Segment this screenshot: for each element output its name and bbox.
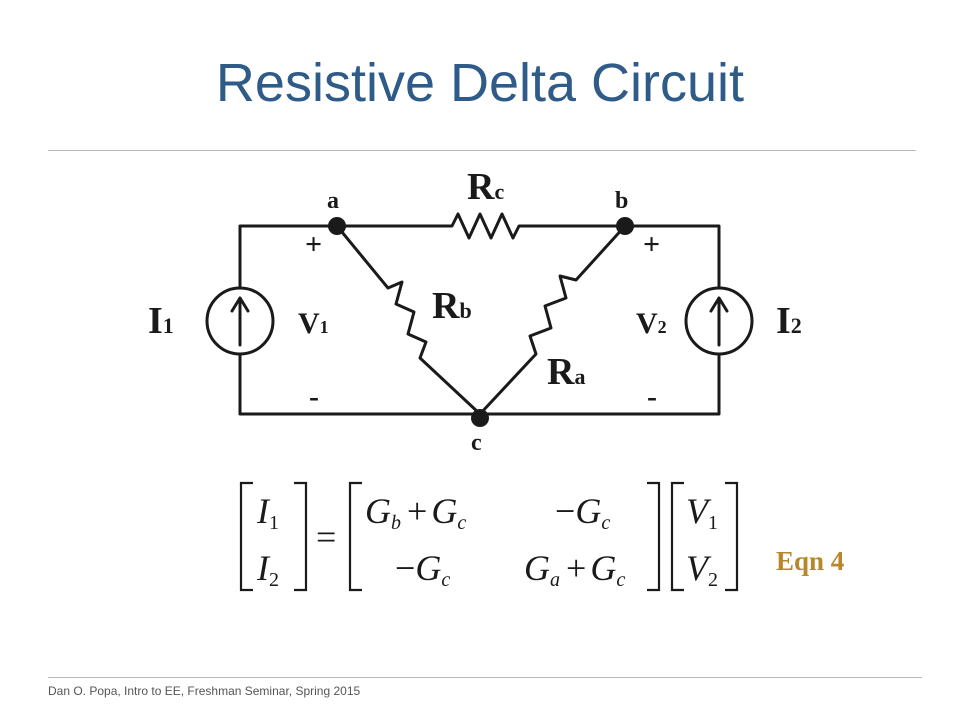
eq-lhs-i1: I1 (256, 491, 279, 534)
bracket-right-close (725, 481, 739, 592)
node-c-label: c (471, 430, 482, 456)
slide-title: Resistive Delta Circuit (215, 53, 745, 113)
wire-right-bottom (478, 353, 721, 416)
resistor-ra (478, 224, 627, 416)
v1-minus: - (309, 380, 319, 413)
i2-label: I2 (776, 300, 802, 342)
resistor-rc (335, 212, 627, 240)
eq-equals: = (316, 517, 336, 557)
node-a-dot (328, 217, 346, 235)
title-divider (48, 150, 916, 151)
eq-m12: −Gc (555, 491, 610, 534)
current-source-2 (684, 286, 754, 356)
eq-lhs-i2: I2 (256, 548, 279, 591)
rc-label: Rc (467, 166, 504, 208)
resistor-rb (335, 224, 482, 416)
node-b-label: b (615, 188, 628, 214)
v1-label: V1 (298, 307, 329, 340)
wire-left-top (238, 224, 339, 289)
node-b-dot (616, 217, 634, 235)
equation-number-label: Eqn 4 (776, 546, 844, 576)
arrow-up-icon (709, 296, 729, 347)
arrow-up-icon (230, 296, 250, 347)
eq-m11: Gb+Gc (365, 491, 466, 534)
bracket-matrix-close (647, 481, 661, 592)
wire-left-bottom (238, 353, 482, 416)
v2-label: V2 (636, 307, 667, 340)
i1-label: I1 (148, 300, 174, 342)
bracket-left-close (294, 481, 308, 592)
node-c-dot (471, 409, 489, 427)
v1-plus: + (305, 228, 322, 261)
bracket-left-open (239, 481, 253, 592)
eq-m21: −Gc (395, 548, 450, 591)
eq-m22: Ga+Gc (524, 548, 625, 591)
v2-plus: + (643, 228, 660, 261)
node-a-label: a (327, 188, 339, 214)
wire-right-top (623, 224, 721, 289)
ra-label: Ra (547, 351, 585, 393)
footer-divider (48, 677, 922, 678)
eq-rhs-v2: V2 (686, 548, 718, 591)
bracket-matrix-open (348, 481, 362, 592)
bracket-right-open (670, 481, 684, 592)
current-source-1 (205, 286, 275, 356)
slide-footer: Dan O. Popa, Intro to EE, Freshman Semin… (48, 684, 361, 698)
rb-label: Rb (432, 285, 472, 327)
v2-minus: - (647, 380, 657, 413)
eq-rhs-v1: V1 (686, 491, 718, 534)
